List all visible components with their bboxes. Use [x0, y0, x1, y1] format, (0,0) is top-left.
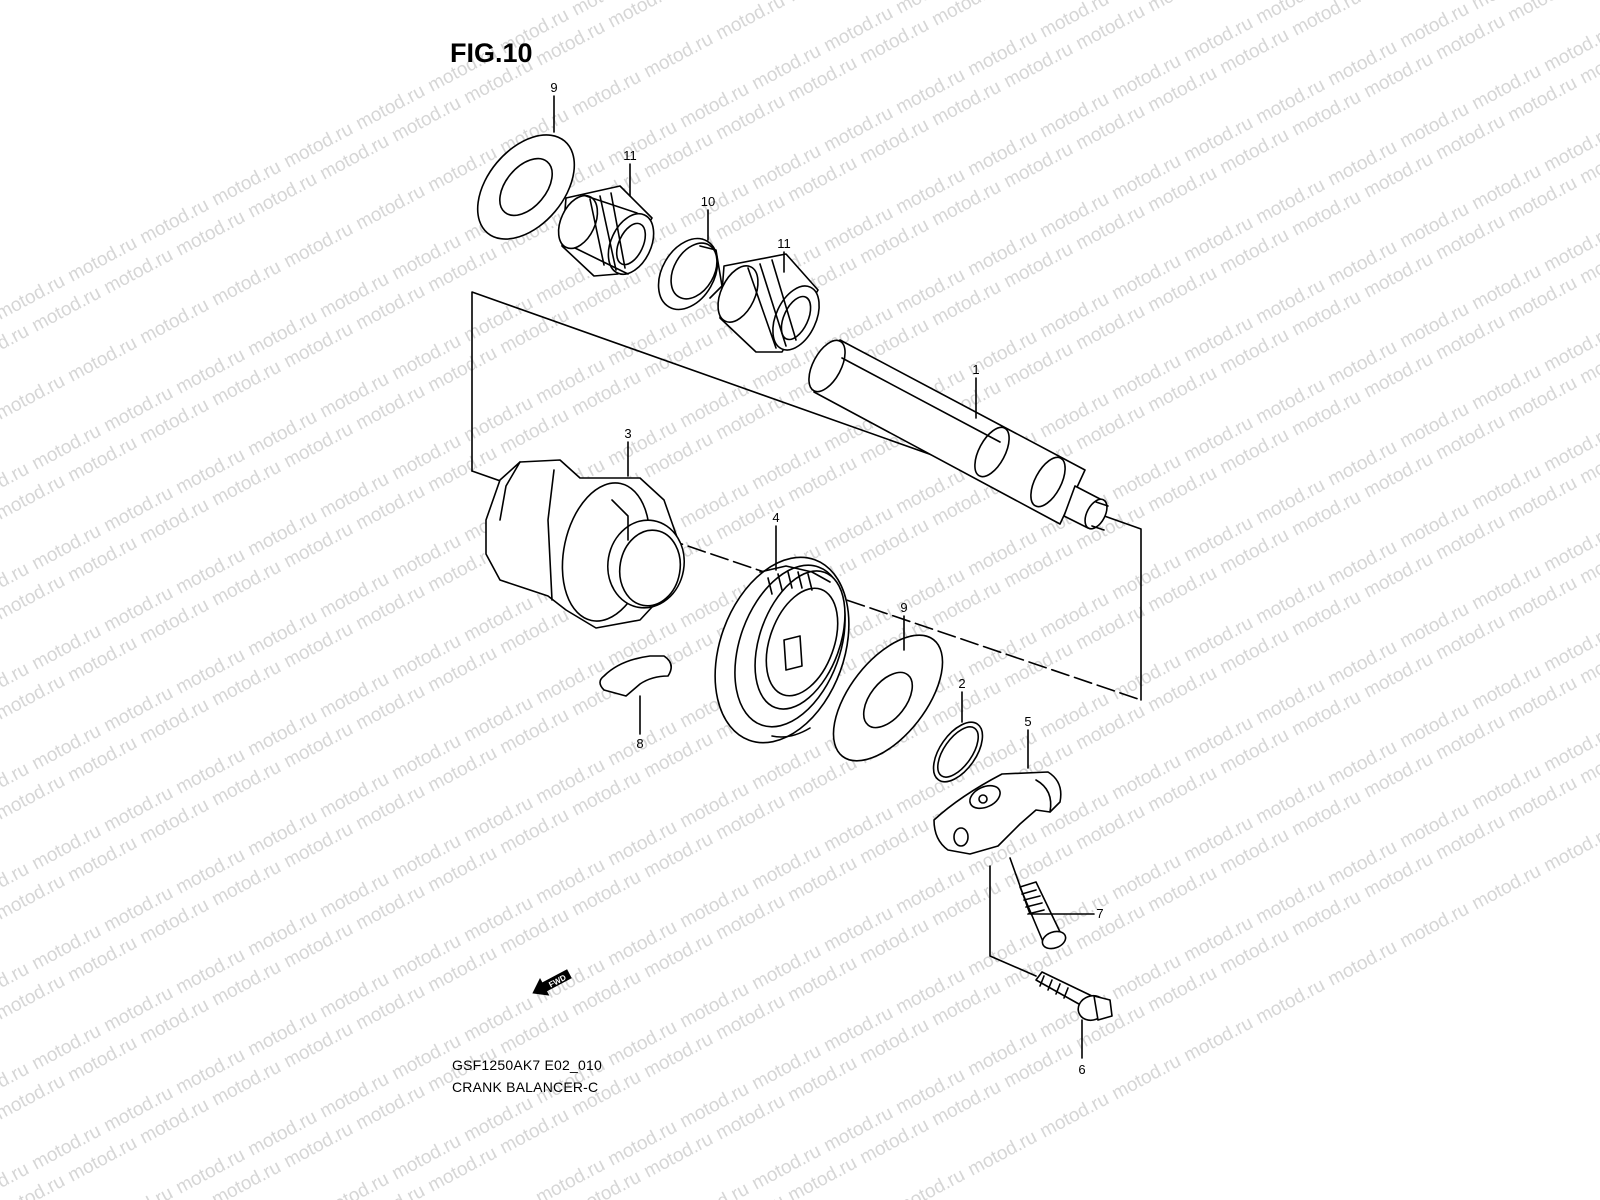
watermark-text: motod.ru: [352, 181, 428, 235]
watermark-text: motod.ru: [1504, 0, 1580, 26]
callout-3: 3: [624, 426, 631, 441]
watermark-text: motod.ru: [0, 321, 33, 375]
callout-7: 7: [1096, 906, 1103, 921]
watermark-text: motod.ru: [1144, 0, 1220, 16]
callout-11a: 11: [623, 148, 637, 163]
watermark-text: motod.ru: [568, 67, 644, 121]
callout-9a: 9: [550, 80, 557, 95]
diagram-name: CRANK BALANCER-C: [452, 1079, 599, 1095]
watermark-text: motod.ru: [604, 0, 680, 32]
diagram-code: GSF1250AK7 E02_010: [452, 1057, 602, 1073]
callout-10: 10: [701, 194, 715, 209]
part-11-needle-bearing-a[interactable]: [551, 185, 663, 281]
watermark-text: motod.ru: [1036, 1089, 1112, 1143]
callout-labels: 9 11 10 11 1 3 4 9 2 5 8 7 6: [550, 80, 1103, 1077]
part-6-flange-bolt[interactable]: [1035, 971, 1113, 1024]
watermark-text: motod.ru: [1108, 1051, 1184, 1105]
callout-9b: 9: [900, 600, 907, 615]
callout-5: 5: [1024, 714, 1031, 729]
watermark-text: motod.ru: [1360, 0, 1436, 2]
watermark-text: motod.ru: [928, 0, 1004, 30]
watermark-text: motod.ru: [640, 29, 716, 83]
watermark-text: motod.ru: [316, 1169, 392, 1200]
watermark-text: motod.ru: [1324, 937, 1400, 991]
watermark-text: motod.ru: [100, 1183, 176, 1200]
part-2-circlip[interactable]: [924, 714, 992, 790]
watermark-text: motod.ru: [1540, 823, 1600, 877]
callout-1: 1: [972, 362, 979, 377]
watermark-text: motod.ru: [280, 219, 356, 273]
watermark-text: motod.ru: [0, 371, 69, 425]
watermark-text: motod.ru: [676, 1179, 752, 1200]
part-10-spacer[interactable]: [646, 228, 729, 320]
part-7-bolt[interactable]: [1019, 881, 1068, 952]
callout-2: 2: [958, 676, 965, 691]
watermark-text: motod.ru: [712, 0, 788, 44]
leader-lines: [553, 95, 1095, 1059]
watermark-text: motod.ru: [784, 0, 860, 6]
callout-6: 6: [1078, 1062, 1085, 1077]
watermark-text: motod.ru: [964, 1127, 1040, 1181]
part-1-balancer-shaft[interactable]: [801, 335, 1111, 533]
watermark-text: motod.ru: [208, 257, 284, 311]
watermark-text: motod.ru: [136, 295, 212, 349]
watermark-text: motod.ru: [1468, 861, 1544, 915]
watermark-text: motod.ru: [1252, 975, 1328, 1029]
callout-4: 4: [772, 510, 779, 525]
part-5-bracket[interactable]: [933, 771, 1062, 855]
part-11-needle-bearing-b[interactable]: [710, 253, 829, 357]
watermark-text: motod.ru: [64, 333, 140, 387]
callout-11b: 11: [777, 236, 791, 251]
part-9-thrust-washer-bottom[interactable]: [812, 616, 963, 779]
watermark-text: motod.ru: [1396, 899, 1472, 953]
part-4-balancer-gear[interactable]: [691, 539, 873, 762]
part-9-thrust-washer-top[interactable]: [458, 117, 593, 258]
watermark-text: motod.ru: [1180, 1013, 1256, 1067]
part-8-key[interactable]: [599, 655, 672, 697]
part-3-balancer-weight[interactable]: [485, 459, 691, 629]
figure-title: FIG.10: [450, 38, 533, 68]
callout-8: 8: [636, 736, 643, 751]
watermark-text: motod.ru: [892, 1165, 968, 1200]
